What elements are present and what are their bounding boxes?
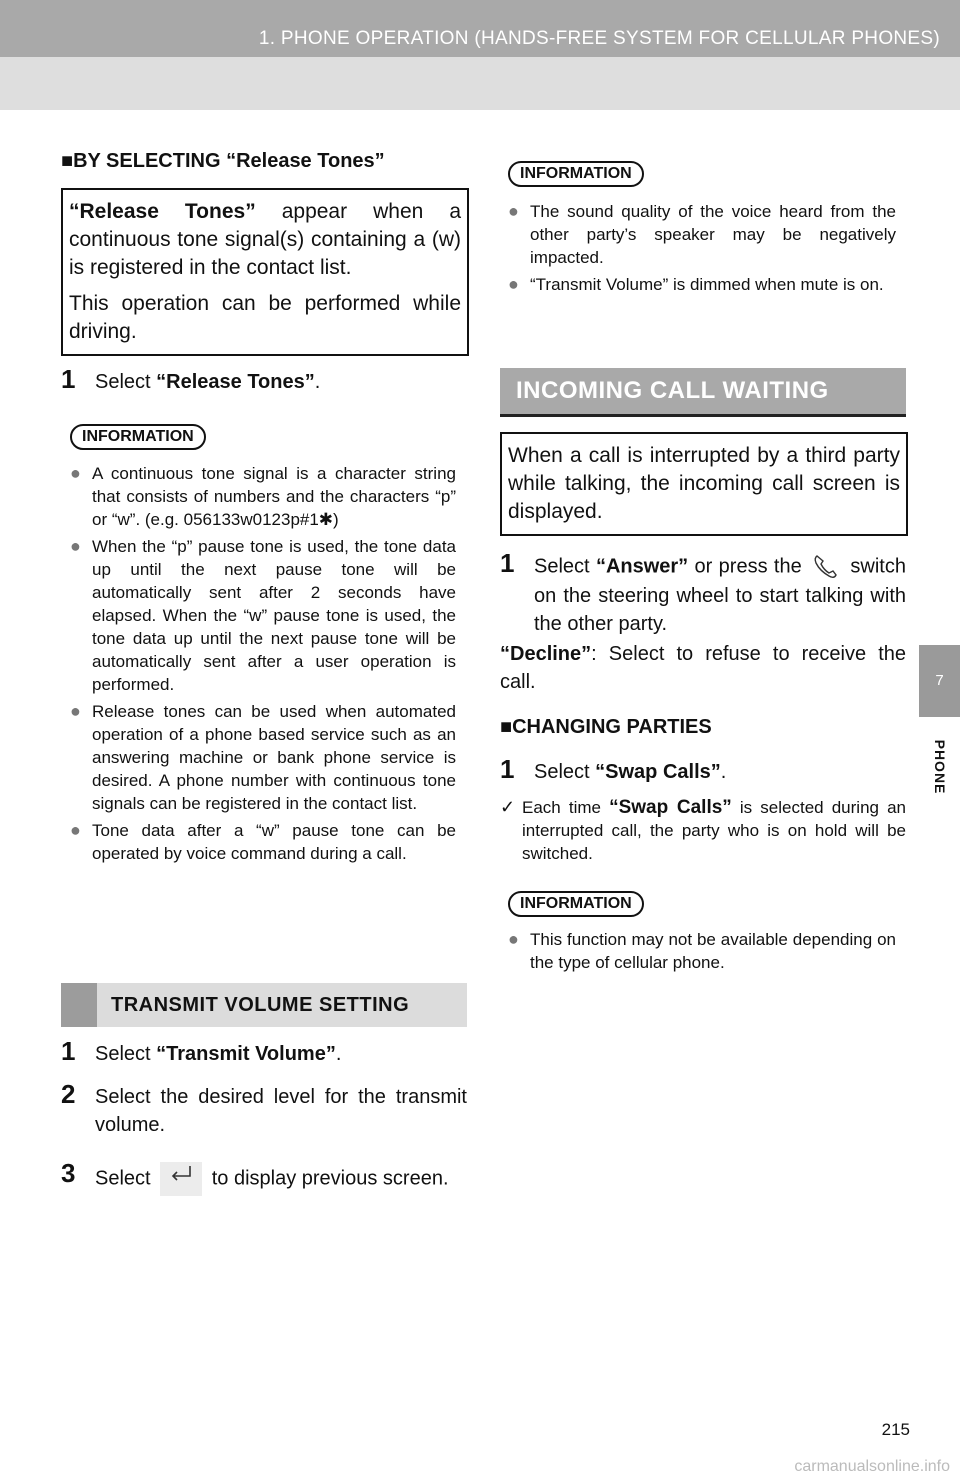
list-item: ●Release tones can be used when automate… bbox=[70, 701, 456, 813]
swap-calls-bullet: ✓ Each time “Swap Calls” is selected dur… bbox=[500, 796, 906, 869]
list-item: ●When the “p” pause tone is used, the to… bbox=[70, 536, 456, 694]
page-number: 215 bbox=[881, 1420, 910, 1439]
transmit-volume-banner: TRANSMIT VOLUME SETTING bbox=[61, 983, 467, 1027]
right-section-title: ■CHANGING PARTIES bbox=[500, 716, 712, 738]
header-band bbox=[0, 0, 960, 57]
bullet-icon: ● bbox=[70, 701, 81, 721]
bullet-icon: ● bbox=[70, 820, 81, 840]
bullet-icon: ● bbox=[508, 201, 519, 221]
step-swap-calls: 1 Select “Swap Calls”. bbox=[500, 754, 727, 784]
chapter-tab: 7 bbox=[919, 645, 960, 717]
watermark: carmanualsonline.info bbox=[794, 1458, 950, 1475]
page-header: 1. PHONE OPERATION (HANDS-FREE SYSTEM FO… bbox=[0, 0, 960, 110]
info-list-right-2: ●This function may not be available depe… bbox=[508, 928, 896, 978]
phone-switch-icon bbox=[808, 552, 844, 582]
banner-accent bbox=[61, 983, 97, 1027]
chapter-label: PHONE bbox=[931, 739, 948, 795]
header-title: 1. PHONE OPERATION (HANDS-FREE SYSTEM FO… bbox=[258, 28, 940, 49]
step-back-screen: 3 Select to display previous screen. bbox=[61, 1159, 467, 1196]
list-item: ✓ Each time “Swap Calls” is selected dur… bbox=[500, 797, 906, 863]
list-item: ●Tone data after a “w” pause tone can be… bbox=[70, 820, 456, 863]
bullet-icon: ● bbox=[70, 536, 81, 556]
release-tones-note-box: “Release Tones” appear when a continuous… bbox=[61, 188, 469, 356]
back-button[interactable] bbox=[160, 1162, 203, 1196]
info-badge-right-2: INFORMATION bbox=[508, 891, 644, 917]
step-release-tones: 1 Select “Release Tones”. bbox=[61, 364, 321, 394]
bullet-icon: ● bbox=[508, 274, 519, 294]
info-list-right: ●The sound quality of the voice heard fr… bbox=[508, 200, 896, 300]
back-arrow-icon bbox=[172, 1166, 191, 1181]
bullet-icon: ● bbox=[70, 463, 81, 483]
list-item: ●This function may not be available depe… bbox=[508, 929, 896, 972]
step-select-level: 2 Select the desired level for the trans… bbox=[61, 1079, 467, 1136]
call-waiting-note-box: When a call is interrupted by a third pa… bbox=[500, 432, 908, 536]
left-section-title: ■BY SELECTING “Release Tones” bbox=[61, 150, 385, 172]
step-transmit-volume: 1 Select “Transmit Volume”. bbox=[61, 1036, 342, 1066]
decline-note: “Decline”: Select to refuse to receive t… bbox=[500, 643, 906, 693]
list-item: ●“Transmit Volume” is dimmed when mute i… bbox=[508, 274, 884, 294]
check-bullet-icon: ✓ bbox=[500, 797, 516, 817]
info-badge-right: INFORMATION bbox=[508, 161, 644, 187]
list-item: ●The sound quality of the voice heard fr… bbox=[508, 201, 896, 267]
info-list-left: ●A continuous tone signal is a character… bbox=[70, 462, 456, 869]
bullet-icon: ● bbox=[508, 929, 519, 949]
info-badge-left: INFORMATION bbox=[70, 424, 206, 450]
incoming-call-waiting-banner: INCOMING CALL WAITING bbox=[500, 368, 906, 417]
list-item: ●A continuous tone signal is a character… bbox=[70, 463, 456, 529]
step-answer: 1 Select “Answer” or press the switch on… bbox=[500, 548, 906, 635]
